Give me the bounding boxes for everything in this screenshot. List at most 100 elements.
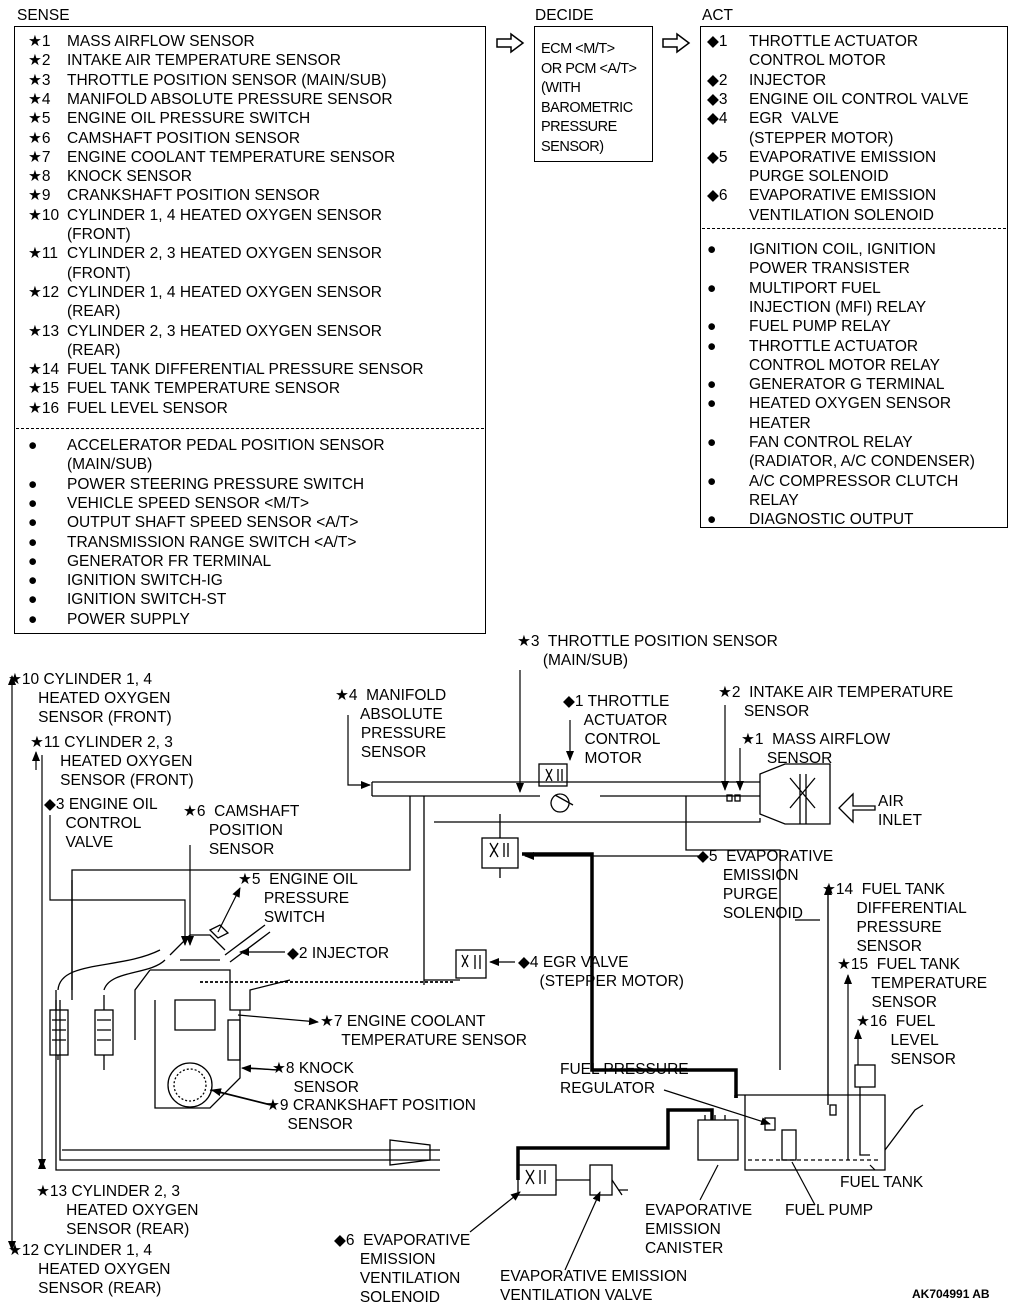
sense-item-text: THROTTLE POSITION SENSOR (MAIN/SUB) xyxy=(67,71,387,89)
act-extra-item-marker: ● xyxy=(707,434,717,451)
leader-vent-valve xyxy=(564,1191,601,1271)
sense-extra-item-marker: ● xyxy=(28,437,38,454)
sense-extra-item-marker: ● xyxy=(28,610,38,628)
maf-sensor xyxy=(734,794,741,802)
vacuum-lines xyxy=(71,796,820,1070)
sense-item-marker: ★8 xyxy=(28,168,51,186)
label-o2-front-2-3: ★11 CYLINDER 2, 3 HEATED OXYGEN SENSOR (… xyxy=(30,734,194,789)
sense-item-text: FUEL TANK TEMPERATURE SENSOR xyxy=(67,380,341,398)
sense-extra-item-marker: ● xyxy=(28,533,38,551)
label-map-sensor: ★4 MANIFOLD ABSOLUTE PRESSURE SENSOR xyxy=(335,687,447,761)
sense-item-marker: ★14 xyxy=(28,361,60,379)
leader-fpr xyxy=(663,1089,771,1126)
sense-extra-item-marker: ● xyxy=(28,572,38,590)
label-iat-sensor: ★2 INTAKE AIR TEMPERATURE SENSOR xyxy=(718,684,954,720)
sense-extra-item-marker: ● xyxy=(28,591,38,609)
act-extra-item-text: THROTTLE ACTUATOR xyxy=(749,337,919,355)
egr-valve xyxy=(455,949,487,979)
label-o2-front-1-4: ★10 CYLINDER 1, 4 HEATED OXYGEN SENSOR (… xyxy=(8,671,172,726)
label-vent-valve: EVAPORATIVE EMISSION VENTILATION VALVE xyxy=(500,1268,688,1304)
leader-map xyxy=(347,715,371,789)
injector-body xyxy=(224,924,271,963)
leader-tank xyxy=(869,1164,876,1171)
act-extra-item-text: MULTIPORT FUEL xyxy=(749,279,881,297)
act-extra-item-marker: ● xyxy=(707,472,717,490)
sense-item-marker: ★5 xyxy=(28,110,51,128)
act-extra-item-marker: ● xyxy=(707,337,717,355)
act-item-marker: ◆4 xyxy=(707,110,728,128)
act-item-text: PURGE SOLENOID xyxy=(749,168,889,186)
sense-extra-item-marker: ● xyxy=(28,514,38,532)
sense-extra-item-text: GENERATOR FR TERMINAL xyxy=(67,552,272,570)
intake-duct xyxy=(372,781,760,797)
act-divider xyxy=(702,228,1006,229)
act-item-text: EVAPORATIVE EMISSION xyxy=(749,187,937,205)
label-maf-sensor: ★1 MASS AIRFLOW SENSOR xyxy=(741,731,891,767)
sense-item-marker: ★9 xyxy=(28,187,51,205)
sense-item-text: (REAR) xyxy=(67,303,121,321)
act-box xyxy=(700,26,1008,528)
arrow-decide-to-act xyxy=(662,32,691,54)
act-item-text: ENGINE OIL CONTROL VALVE xyxy=(749,90,969,108)
act-item-text: INJECTOR xyxy=(749,71,827,89)
vent-solenoid xyxy=(517,1164,557,1196)
evap-canister xyxy=(697,1119,739,1161)
act-extra-item-marker: ● xyxy=(707,318,717,336)
sense-item-text: KNOCK SENSOR xyxy=(67,168,192,186)
sense-item-text: (FRONT) xyxy=(67,226,131,243)
exhaust-pipes xyxy=(55,880,440,1171)
sense-item-text: FUEL LEVEL SENSOR xyxy=(67,399,228,417)
sense-item-marker: ★1 xyxy=(28,33,51,50)
sense-item-marker: ★4 xyxy=(28,90,51,108)
sense-item-text: CAMSHAFT POSITION SENSOR xyxy=(67,129,301,147)
sense-item-marker: ★3 xyxy=(28,71,51,89)
sense-extra-item-text: OUTPUT SHAFT SPEED SENSOR <A/T> xyxy=(67,514,359,532)
coolant-housing xyxy=(227,1019,241,1061)
sense-item-text: FUEL TANK DIFFERENTIAL PRESSURE SENSOR xyxy=(67,361,424,379)
sense-divider xyxy=(16,428,484,429)
decide-text-line: OR PCM <A/T> xyxy=(541,60,637,77)
label-diff-pressure: ★14 FUEL TANK DIFFERENTIAL PRESSURE SENS… xyxy=(822,881,967,955)
act-extra-item-text: CONTROL MOTOR RELAY xyxy=(749,356,940,374)
sense-item-text: (FRONT) xyxy=(67,264,131,282)
act-extra-item-text: IGNITION COIL, IGNITION xyxy=(749,241,936,258)
decide-box xyxy=(534,26,653,162)
sense-item-text: CYLINDER 2, 3 HEATED OXYGEN SENSOR xyxy=(67,322,382,340)
sense-extra-item-marker: ● xyxy=(28,494,38,512)
sense-item-marker: ★15 xyxy=(28,380,60,398)
diff-pressure-sensor xyxy=(829,1104,837,1116)
sense-item-text: MASS AIRFLOW SENSOR xyxy=(67,33,255,50)
label-o2-rear-1-4: ★12 CYLINDER 1, 4 HEATED OXYGEN SENSOR (… xyxy=(8,1242,171,1297)
sense-extra-item-marker: ● xyxy=(28,552,38,570)
sense-extra-item-text: VEHICLE SPEED SENSOR <M/T> xyxy=(67,494,310,512)
exhaust-manifold xyxy=(57,949,166,991)
act-extra-item-text: RELAY xyxy=(749,491,799,509)
label-oil-control-valve: ◆3 ENGINE OIL CONTROL VALVE xyxy=(44,796,158,851)
air-cleaner xyxy=(759,763,831,825)
act-item-text: VENTILATION SOLENOID xyxy=(749,206,934,224)
label-fuel-pump: FUEL PUMP xyxy=(785,1202,874,1219)
leader-knock xyxy=(241,1064,279,1073)
decide-text-line: PRESSURE xyxy=(541,119,617,135)
cylinder-head xyxy=(169,934,226,1031)
decide-text-line: BAROMETRIC xyxy=(541,99,633,116)
label-tps: ★3 THROTTLE POSITION SENSOR (MAIN/SUB) xyxy=(517,633,778,669)
label-fuel-pressure-regulator: FUEL PRESSURE REGULATOR xyxy=(560,1061,689,1097)
sense-extra-item-text: ACCELERATOR PEDAL POSITION SENSOR xyxy=(67,437,385,454)
act-extra-item-text: DIAGNOSTIC OUTPUT xyxy=(749,511,914,529)
act-extra-item-text: POWER TRANSISTER xyxy=(749,260,910,278)
sense-item-marker: ★2 xyxy=(28,52,51,70)
label-vent-solenoid: ◆6 EVAPORATIVE EMISSION VENTILATION SOLE… xyxy=(334,1232,471,1306)
leader-coolant xyxy=(237,1014,319,1026)
sense-extra-item-marker: ● xyxy=(28,475,38,493)
sense-extra-item-text: IGNITION SWITCH-ST xyxy=(67,591,227,609)
sense-item-text: CYLINDER 2, 3 HEATED OXYGEN SENSOR xyxy=(67,245,382,263)
label-crankshaft-sensor: ★9 CRANKSHAFT POSITION SENSOR xyxy=(266,1097,476,1133)
act-item-marker: ◆2 xyxy=(707,71,728,89)
figure-code: AK704991 AB xyxy=(912,1287,990,1301)
sense-extra-item-text: IGNITION SWITCH-IG xyxy=(67,572,223,590)
filler-neck xyxy=(884,1104,924,1151)
cat-converter-1 xyxy=(49,1009,69,1056)
